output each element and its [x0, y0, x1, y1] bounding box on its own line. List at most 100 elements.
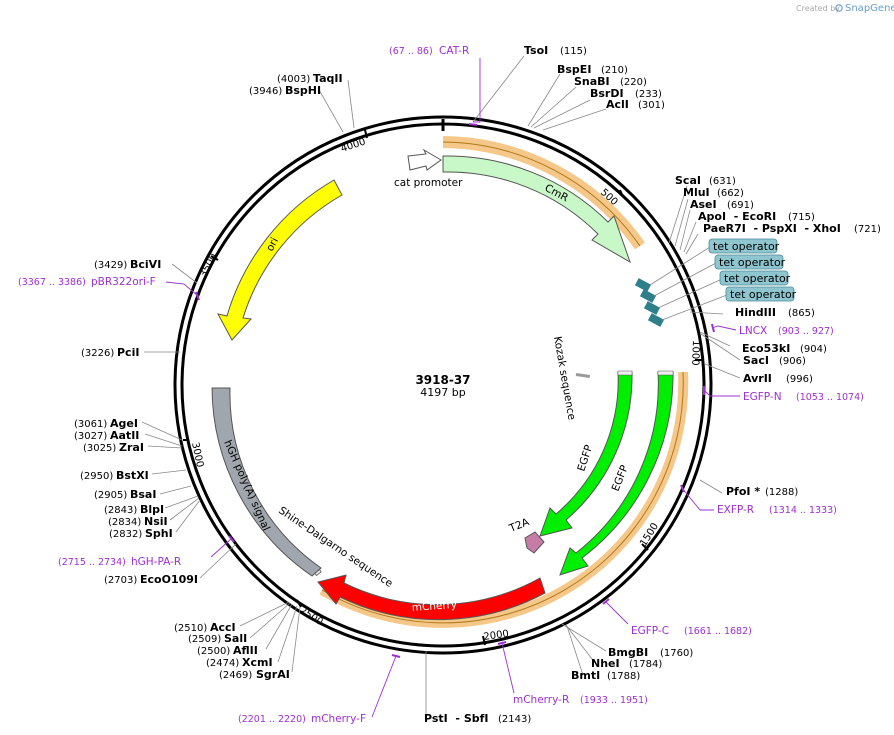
primer-range-exfp-r: (1314 .. 1333) — [769, 505, 837, 516]
site-pos-snabi: (220) — [620, 77, 647, 88]
primer-name-lncx: LNCX — [739, 325, 767, 337]
site-pos-bstxi: (2950) — [80, 471, 113, 482]
site-name-nhei: NheI — [591, 657, 620, 670]
primer-name-hgh-pa-r: hGH-PA-R — [131, 556, 181, 568]
site-name-sgrai: SgrAI — [256, 668, 290, 681]
site-pos-psti-sbfi: (2143) — [498, 714, 531, 725]
site-name-bsrdi: BsrDI — [590, 87, 624, 100]
site-pos-nsii: (2834) — [108, 517, 141, 528]
site-pos-blpi: (2843) — [104, 505, 137, 516]
primer-name-mcherry-r: mCherry-R — [513, 694, 569, 706]
site-name-avrii: AvrII — [743, 372, 772, 385]
mcherry-label: mCherry — [411, 599, 457, 614]
tet-operator-2: tet operator — [719, 256, 786, 269]
site-name-bspei: BspEI — [557, 63, 591, 76]
primer-name-pbr322ori-f: pBR322ori-F — [91, 276, 156, 288]
site-name-bstxi: BstXI — [116, 469, 149, 482]
site-pos-bsphi: (3946) — [249, 86, 282, 97]
mcherry-feature[interactable]: mCherry — [317, 574, 546, 621]
cat-promoter-label: cat promoter — [394, 177, 463, 189]
site-name-tsoi: TsoI — [524, 44, 548, 57]
site-name-taqii: TaqII — [313, 72, 343, 85]
hgh-label: hGH poly(A) signal — [221, 438, 272, 532]
site-name-blpi: BlpI — [140, 503, 164, 516]
kozak-feature[interactable]: Kozak sequence — [551, 335, 591, 421]
site-pos-nhei: (1784) — [629, 659, 662, 670]
site-pos-sphi: (2832) — [109, 529, 142, 540]
primer-leaders — [165, 58, 740, 718]
plasmid-name: 3918-37 — [415, 373, 470, 387]
snapgene-logo-icon — [835, 4, 843, 12]
tet-operator-labels: tet operator tet operator tet operator t… — [649, 238, 797, 321]
primer-range-lncx: (903 .. 927) — [778, 326, 834, 337]
kozak-label: Kozak sequence — [551, 335, 578, 421]
site-pos-aflii: (2500) — [197, 646, 230, 657]
site-pos-mlui: (662) — [717, 188, 744, 199]
site-pos-agei: (3061) — [74, 419, 107, 430]
site-name-sali: SalI — [224, 632, 247, 645]
site-name-bmti: BmtI — [571, 669, 600, 682]
site-name-bsphi: BspHI — [285, 84, 321, 97]
t2a-label: T2A — [507, 516, 532, 535]
site-pos-bspei: (210) — [601, 65, 628, 76]
site-pos-bmti: (1788) — [607, 671, 640, 682]
primer-name-egfp-n: EGFP-N — [743, 391, 782, 403]
site-name-bcivi: BciVI — [130, 258, 161, 271]
egfp-inner-label: EGFP — [575, 443, 595, 473]
primer-range-pbr322ori-f: (3367 .. 3386) — [18, 277, 86, 288]
site-pos-xcmi: (2474) — [206, 658, 239, 669]
primer-range-mcherry-f: (2201 .. 2220) — [238, 714, 306, 725]
site-pos-asei: (691) — [727, 200, 754, 211]
site-pos-pfoi: (1288) — [765, 487, 798, 498]
site-pos-eco53ki: (904) — [800, 344, 827, 355]
plasmid-size: 4197 bp — [420, 386, 465, 399]
site-pos-tsoi: (115) — [560, 46, 587, 57]
site-name-bsai: BsaI — [130, 488, 156, 501]
site-name-scai: ScaI — [675, 174, 701, 187]
site-name-snabi: SnaBI — [574, 75, 610, 88]
primer-labels: (67 .. 86) CAT-R LNCX (903 .. 927) EGFP-… — [18, 45, 864, 725]
site-pos-pcii: (3226) — [81, 348, 114, 359]
site-pos-bsai: (2905) — [94, 490, 127, 501]
site-pos-paer7i-pspxi-xhoi: (721) — [854, 224, 881, 235]
site-name-xcmi: XcmI — [242, 656, 273, 669]
tick-4000: 4000 — [340, 137, 368, 155]
t2a-feature[interactable]: T2A — [507, 516, 545, 554]
site-pos-acci: (2510) — [174, 623, 207, 634]
site-name-asei: AseI — [690, 198, 717, 211]
tick-3500: 3500 — [198, 252, 220, 280]
site-pos-avrii: (996) — [786, 374, 813, 385]
site-name-acci: AccI — [210, 621, 236, 634]
site-name-pcii: PciI — [117, 346, 139, 359]
site-name-acli: AclI — [606, 98, 629, 111]
ori-feature[interactable]: ori — [217, 179, 343, 341]
site-name-bmgbi: BmgBI — [608, 646, 648, 659]
credit-prefix: Created by — [796, 4, 840, 13]
site-name-aatii: AatII — [110, 429, 139, 442]
site-pos-sali: (2509) — [188, 634, 221, 645]
primer-range-hgh-pa-r: (2715 .. 2734) — [58, 557, 126, 568]
site-name-zrai: ZraI — [119, 441, 144, 454]
credit-brand: SnapGene — [845, 3, 894, 14]
site-pos-ecoo109i: (2703) — [104, 575, 137, 586]
site-name-mlui: MluI — [683, 186, 710, 199]
site-pos-hindiii: (865) — [788, 308, 815, 319]
site-name-ecoo109i: EcoO109I — [140, 573, 198, 586]
egfp-outer-label: EGFP — [610, 463, 631, 493]
tet-operator-1: tet operator — [713, 240, 780, 253]
site-pos-acli: (301) — [638, 100, 665, 111]
primer-range-mcherry-r: (1933 .. 1951) — [580, 695, 648, 706]
primer-name-egfp-c: EGFP-C — [631, 625, 669, 637]
site-name-psti-sbfi: PstI - SbfI — [424, 712, 489, 725]
tick-2000: 2000 — [483, 629, 510, 643]
site-pos-bsrdi: (233) — [635, 89, 662, 100]
cat-promoter-feature[interactable]: cat promoter — [394, 148, 463, 189]
site-name-nsii: NsiI — [144, 515, 168, 528]
site-pos-scai: (631) — [709, 176, 736, 187]
site-name-sphi: SphI — [145, 527, 173, 540]
tick-3000: 3000 — [189, 441, 205, 468]
tet-operator-3: tet operator — [724, 272, 791, 285]
site-pos-bmgbi: (1760) — [660, 648, 693, 659]
site-pos-sgrai: (2469) — [219, 670, 252, 681]
